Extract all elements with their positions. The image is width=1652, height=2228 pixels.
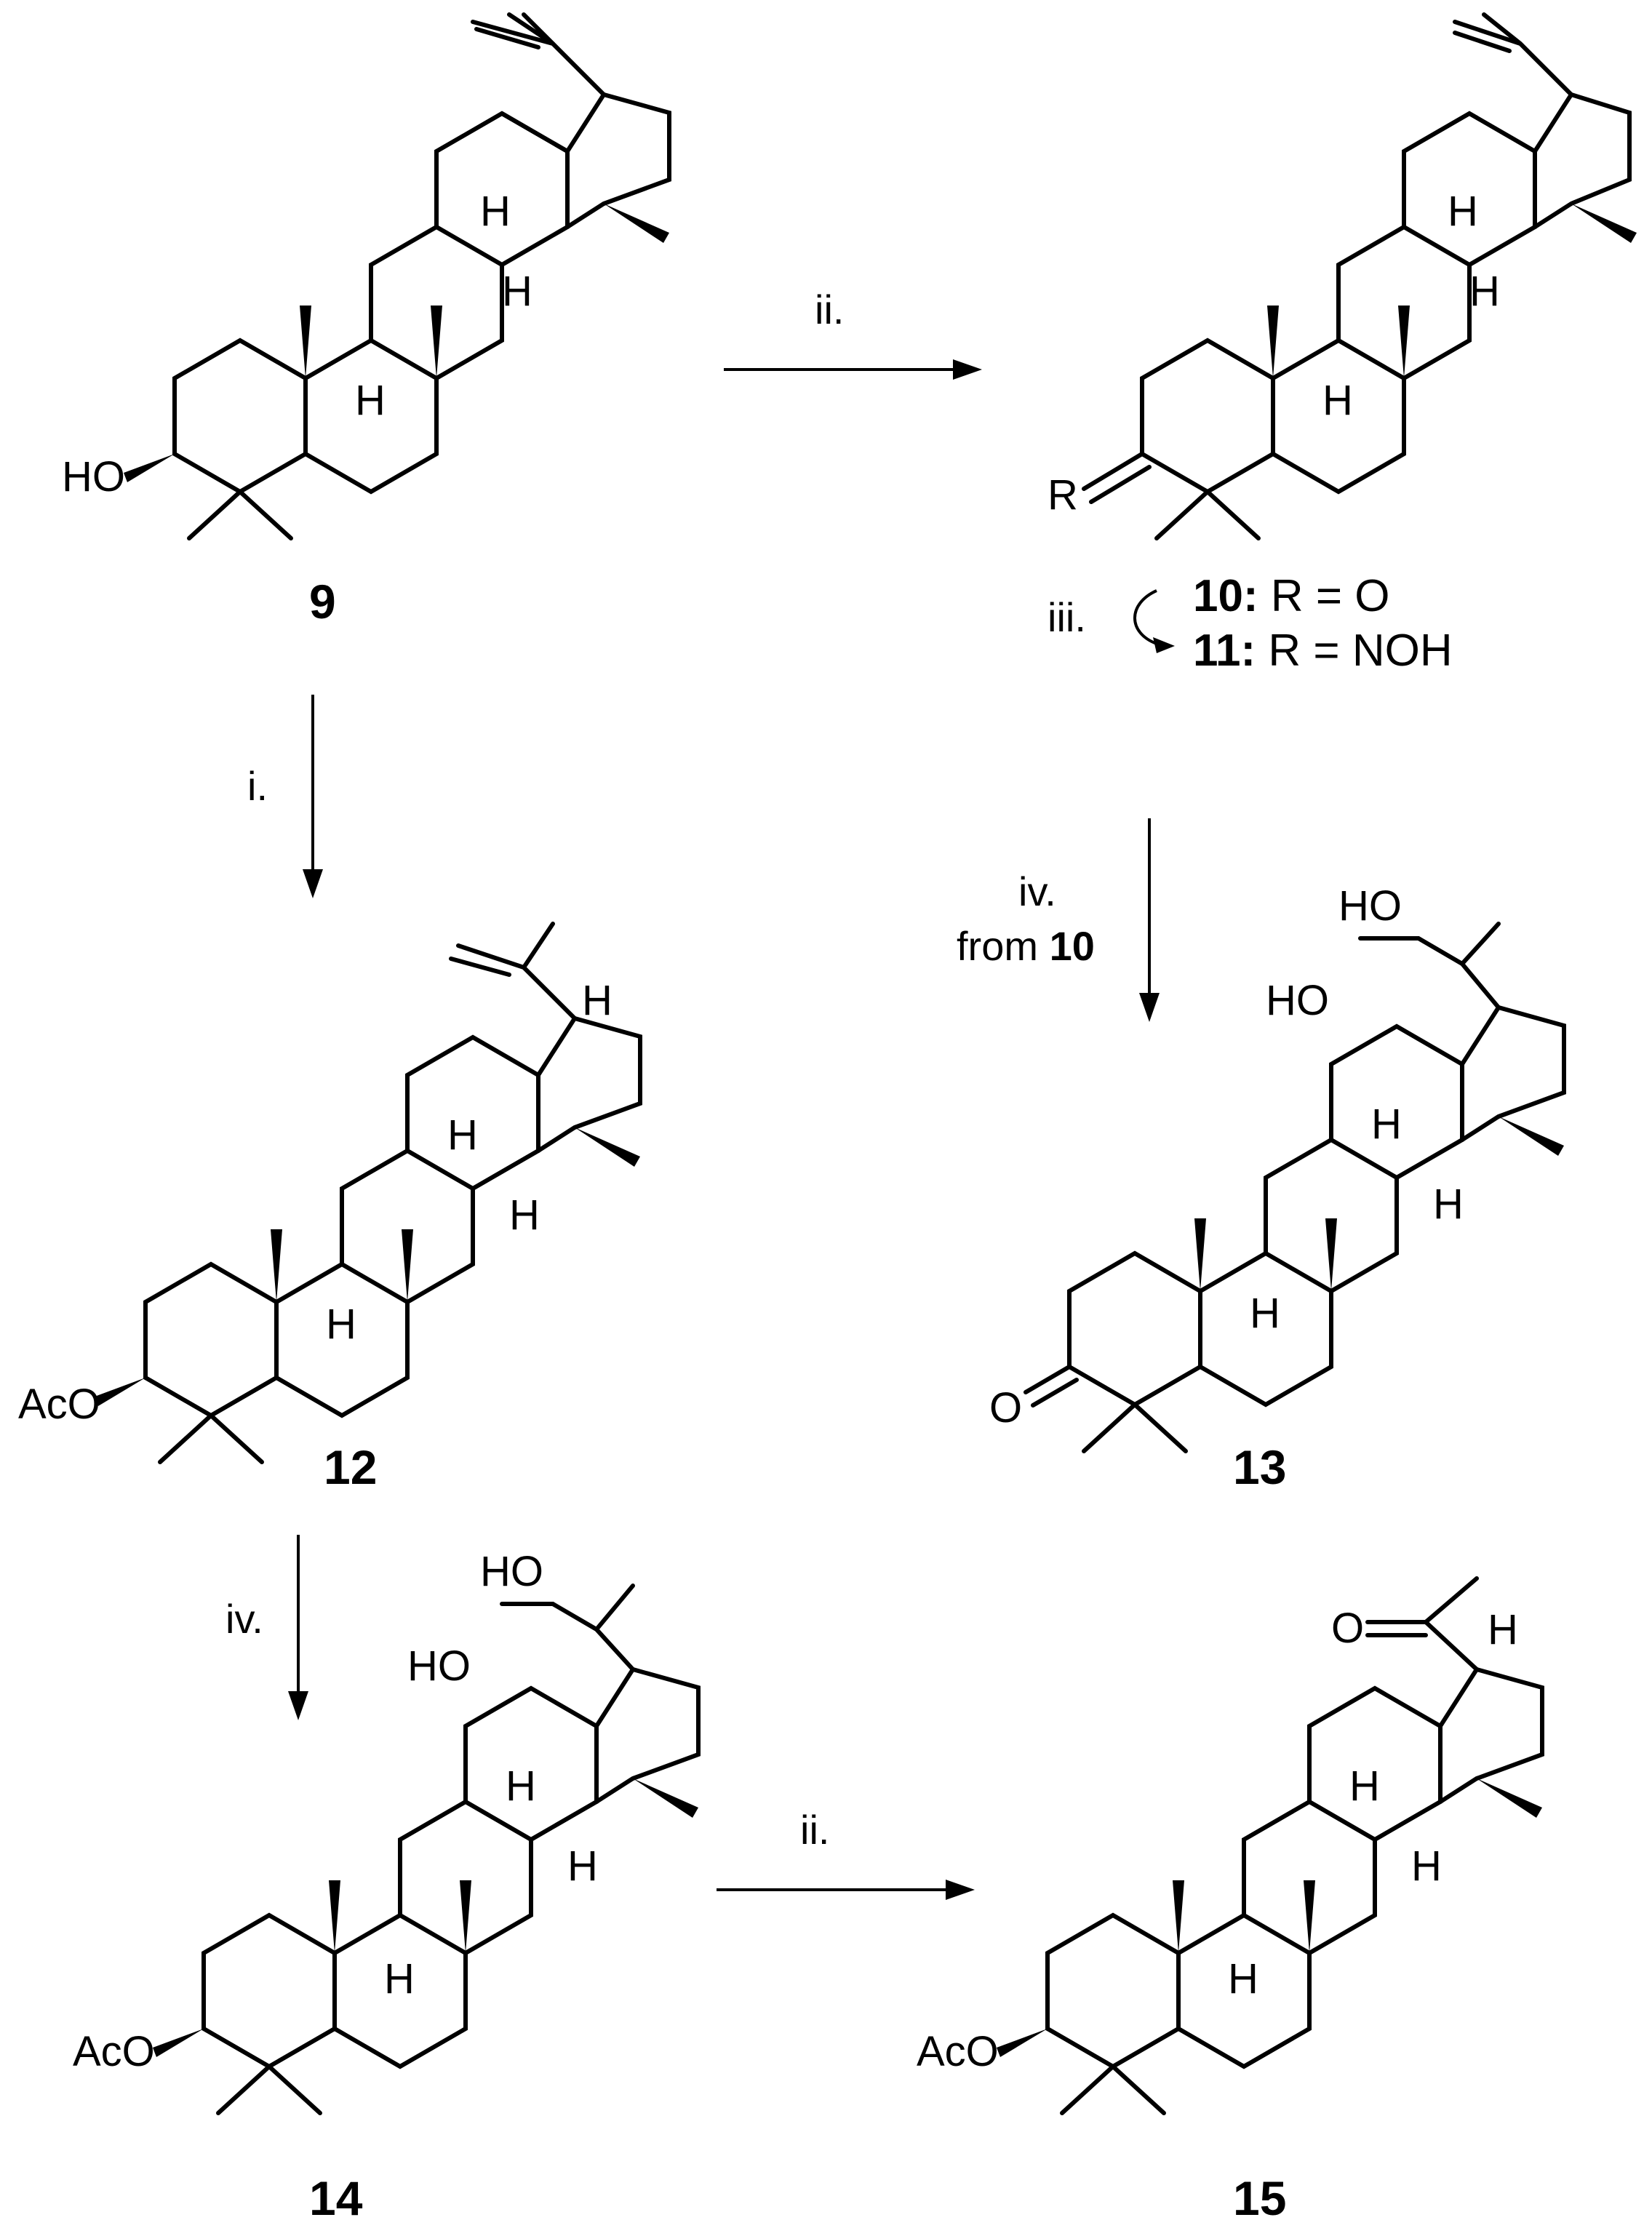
compound-13-number: 13 <box>1233 1440 1286 1494</box>
compound-15-number: 15 <box>1233 2171 1286 2225</box>
compound-10-11-structure <box>1082 12 1637 540</box>
curved-arrow-10-11 <box>1133 589 1157 645</box>
compound-12-h-label-3: H <box>509 1191 540 1239</box>
compound-13-h-label-3: H <box>1433 1181 1464 1228</box>
compound-9-number: 9 <box>309 575 336 628</box>
compound-12-aco-label: AcO <box>18 1381 100 1428</box>
compound-14-h-label-2: H <box>506 1762 536 1810</box>
compound-10-h-label-2: H <box>1448 188 1478 235</box>
compound-15-structure <box>997 1576 1544 2115</box>
reagent-ii-top: ii. <box>815 287 844 332</box>
compound-13-structure <box>1023 922 1566 1453</box>
compound-14-oh-bottom: HO <box>407 1642 471 1690</box>
reagent-iv-left: iv. <box>226 1596 263 1642</box>
compound-13-oh-bottom: HO <box>1266 977 1329 1024</box>
compound-13-oh-top: HO <box>1338 882 1402 930</box>
curved-arrowhead <box>1153 637 1175 653</box>
arrowhead-9-to-12 <box>303 869 323 898</box>
compound-9-h-label-3: H <box>502 268 532 315</box>
compound-15-carbonyl-o: O <box>1331 1605 1364 1652</box>
arrowhead-12-to-14 <box>288 1691 308 1720</box>
compound-15-h-label: H <box>1228 1955 1258 2003</box>
compound-12-h-label-4: H <box>582 977 612 1024</box>
compound-12-number: 12 <box>324 1440 377 1494</box>
reagent-iii: iii. <box>1048 594 1086 640</box>
compound-10-h-label-3: H <box>1469 268 1500 315</box>
reagent-iv-right: iv. <box>1018 869 1056 914</box>
compound-9-h-label-2: H <box>480 188 511 235</box>
compound-14-structure <box>153 1584 701 2115</box>
compound-12-h-label-2: H <box>447 1111 478 1159</box>
compound-14-h-label-3: H <box>567 1842 598 1890</box>
compound-14-h-label: H <box>384 1955 415 2003</box>
compound-9-structure <box>124 12 671 540</box>
compound-14-number: 14 <box>309 2171 363 2225</box>
compound-15-h-label-4: H <box>1488 1606 1518 1653</box>
compound-12-h-label: H <box>326 1301 356 1348</box>
compound-14-aco-label: AcO <box>73 2028 155 2075</box>
reagent-ii-bottom: ii. <box>800 1807 829 1853</box>
compound-10-h-label: H <box>1322 377 1353 424</box>
r-definition-10: 10: R = O <box>1193 571 1390 621</box>
arrowhead-9-to-10 <box>953 359 982 380</box>
reagent-i: i. <box>247 763 268 809</box>
compound-13-h-label-2: H <box>1371 1101 1402 1148</box>
compound-14-oh-top: HO <box>480 1548 543 1595</box>
compound-15-h-label-2: H <box>1349 1762 1380 1810</box>
compound-13-h-label: H <box>1250 1290 1280 1337</box>
arrowhead-14-to-15 <box>946 1880 975 1900</box>
compound-9-oh-label: HO <box>62 453 125 500</box>
r-definition-11: 11: R = NOH <box>1193 626 1453 676</box>
arrowhead-10-to-13 <box>1139 993 1160 1022</box>
compound-15-h-label-3: H <box>1411 1842 1442 1890</box>
compound-10-r-label: R <box>1048 471 1078 519</box>
compound-12-structure <box>95 922 642 1464</box>
compound-9-h-label: H <box>355 377 386 424</box>
compound-15-aco-label: AcO <box>917 2028 999 2075</box>
reagent-from-10: from 10 <box>957 923 1095 969</box>
compound-13-carbonyl-o: O <box>989 1384 1022 1432</box>
